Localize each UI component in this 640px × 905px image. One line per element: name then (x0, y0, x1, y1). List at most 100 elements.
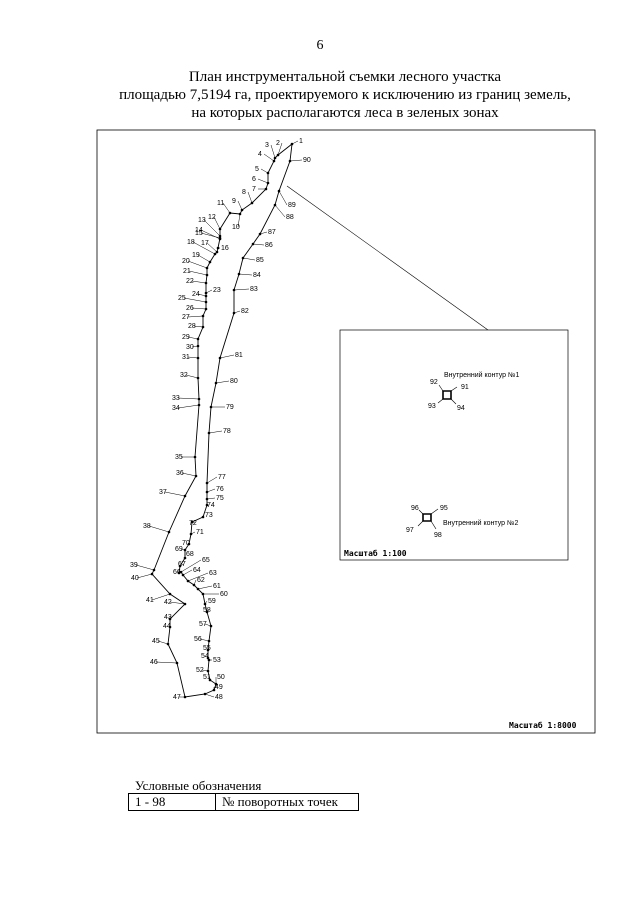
leader-line (233, 288, 250, 291)
point-label: 30 (186, 344, 194, 351)
leader-line (187, 542, 190, 545)
point-label: 7 (252, 186, 256, 193)
leader-line (242, 257, 256, 261)
leader-line (206, 242, 218, 253)
leader-line (437, 398, 444, 404)
leader-line (418, 509, 424, 515)
main-scale-label: Масштаб 1:8000 (509, 720, 577, 730)
leader-line (181, 472, 197, 477)
title-line: на которых располагаются леса в зеленых … (191, 105, 499, 121)
point-label: 90 (303, 157, 311, 164)
leader-line (260, 168, 269, 174)
point-label: 66 (173, 569, 181, 576)
leader-line (182, 569, 193, 576)
leader-line (183, 297, 207, 303)
legend-key: 1 - 98 (128, 793, 216, 811)
inset-frame (339, 329, 569, 561)
leader-line (191, 307, 207, 310)
point-label: 15 (195, 230, 203, 237)
leader-line (157, 640, 169, 645)
point-label: 34 (172, 405, 180, 412)
point-label: 48 (215, 694, 223, 701)
point-label: 6 (252, 176, 256, 183)
leader-line (201, 669, 209, 672)
point-label: 18 (187, 239, 195, 246)
contour-2-label: Внутренний контур №2 (443, 519, 518, 527)
point-label: 39 (130, 562, 138, 569)
point-label: 46 (150, 659, 158, 666)
point-label: 5 (255, 166, 259, 173)
point-label: 59 (208, 598, 216, 605)
point-label: 28 (188, 323, 196, 330)
leader-line (180, 559, 202, 573)
point-label: 50 (217, 674, 225, 681)
leader-line (148, 525, 170, 533)
point-label: 47 (173, 694, 181, 701)
inner-contour-2: 96 95 97 98 Внутренний контур №2 (406, 505, 518, 539)
point-label: 55 (203, 645, 211, 652)
point-label: 54 (201, 653, 209, 660)
point-label-94: 94 (457, 405, 465, 412)
point-label: 31 (182, 354, 190, 361)
leader-line (257, 178, 269, 184)
leader-line (191, 345, 199, 348)
point-label: 3 (265, 142, 269, 149)
point-label: 69 (175, 546, 183, 553)
leader-line (417, 520, 424, 527)
leader-line (187, 260, 208, 269)
leader-line (206, 497, 216, 500)
legend-table: 1 - 98 № поворотных точек (128, 793, 359, 811)
leader-line (438, 384, 444, 392)
leader-line (207, 647, 210, 651)
leader-line (263, 153, 275, 162)
point-label: 12 (208, 214, 216, 221)
point-label: 49 (215, 684, 223, 691)
point-label: 51 (203, 674, 211, 681)
legend-title: Условные обозначения (135, 778, 262, 793)
point-label: 13 (198, 217, 206, 224)
leader-line (164, 491, 186, 497)
point-label: 88 (286, 214, 294, 221)
point-label: 58 (203, 607, 211, 614)
page-number: 6 (316, 38, 324, 53)
leader-line (204, 623, 212, 627)
point-label: 72 (189, 520, 197, 527)
point-label-97: 97 (406, 527, 414, 534)
point-label: 77 (218, 474, 226, 481)
point-label: 24 (192, 291, 200, 298)
point-label-96: 96 (411, 505, 419, 512)
leader-line (205, 289, 213, 294)
leader-line (187, 572, 209, 582)
leader-line (197, 254, 211, 263)
point-label: 40 (131, 575, 139, 582)
point-label: 10 (232, 224, 240, 231)
point-label: 62 (197, 577, 205, 584)
point-label: 64 (193, 567, 201, 574)
point-label: 38 (143, 523, 151, 530)
leader-line (215, 380, 230, 384)
leader-line (197, 585, 213, 590)
leader-line (252, 243, 265, 246)
leader-line (191, 521, 196, 524)
point-label: 8 (242, 189, 246, 196)
point-label: 25 (178, 295, 186, 302)
leader-line (291, 140, 299, 145)
point-label: 73 (205, 512, 213, 519)
leader-line (177, 397, 200, 400)
leader-line (200, 232, 221, 239)
parcel-outline (150, 142, 294, 699)
point-label: 2 (276, 140, 280, 147)
leader-line (213, 216, 221, 230)
point-label: 32 (180, 372, 188, 379)
point-label: 71 (196, 529, 204, 536)
leader-line (222, 202, 231, 214)
legend-row: 1 - 98 № поворотных точек (128, 793, 359, 811)
point-label: 61 (213, 583, 221, 590)
leader-line (192, 241, 216, 255)
title-line: площадью 7,5194 га, проектируемого к иск… (119, 87, 571, 103)
contour-1-label: Внутренний контур №1 (444, 371, 519, 379)
point-label: 16 (221, 245, 229, 252)
leader-line (191, 280, 207, 284)
point-label: 36 (176, 470, 184, 477)
point-label: 74 (207, 502, 215, 509)
